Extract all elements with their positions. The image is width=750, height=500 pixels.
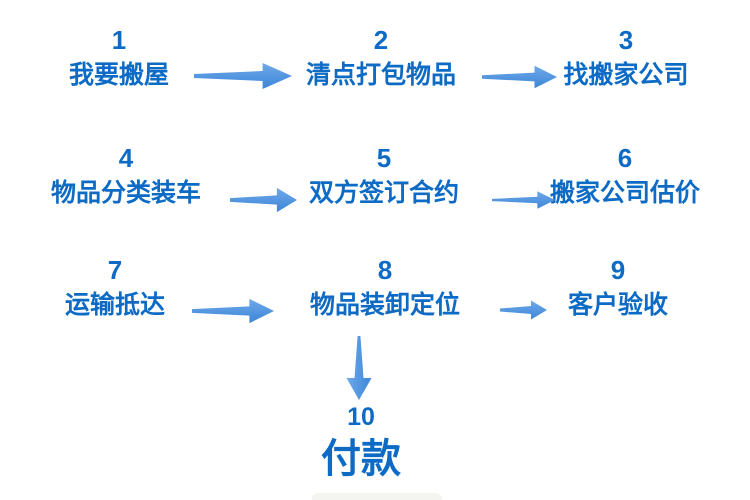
step-number: 9 [610, 255, 626, 285]
arrow-right-1-2-icon [194, 63, 292, 89]
step-label: 付款 [321, 437, 401, 481]
step-number: 1 [111, 25, 127, 55]
arrow-down-8-10-icon [346, 336, 372, 400]
step-10: 10 付款 [261, 403, 461, 482]
step-number: 5 [376, 143, 392, 173]
step-label: 物品分类装车 [50, 179, 201, 207]
step-number: 7 [107, 255, 123, 285]
step-1: 1 我要搬屋 [19, 27, 219, 90]
step-4: 4 物品分类装车 [26, 145, 226, 208]
step-number: 4 [118, 143, 134, 173]
step-7: 7 运输抵达 [15, 257, 215, 320]
step-number: 2 [373, 25, 389, 55]
step-3: 3 找搬家公司 [526, 27, 726, 90]
arrow-right-4-5-icon [230, 187, 297, 213]
step-number: 6 [617, 143, 633, 173]
arrow-right-2-3-icon [482, 65, 557, 89]
arrow-right-5-6-icon [492, 191, 555, 209]
cutoff-artifact [312, 493, 442, 500]
arrow-right-8-9-icon [500, 300, 547, 320]
step-label: 物品装卸定位 [309, 291, 460, 319]
step-number: 8 [377, 255, 393, 285]
step-number: 3 [618, 25, 634, 55]
step-label: 双方签订合约 [308, 179, 459, 207]
step-5: 5 双方签订合约 [284, 145, 484, 208]
step-label: 我要搬屋 [68, 61, 169, 89]
step-9: 9 客户验收 [518, 257, 718, 320]
step-2: 2 清点打包物品 [281, 27, 481, 90]
step-6: 6 搬家公司估价 [520, 145, 730, 208]
step-label: 客户验收 [567, 291, 668, 319]
step-label: 运输抵达 [64, 291, 165, 319]
step-number: 10 [347, 403, 375, 431]
step-label: 搬家公司估价 [549, 179, 700, 207]
arrow-right-7-8-icon [192, 298, 274, 324]
step-label: 找搬家公司 [563, 61, 689, 89]
step-label: 清点打包物品 [305, 61, 456, 89]
step-8: 8 物品装卸定位 [285, 257, 485, 320]
